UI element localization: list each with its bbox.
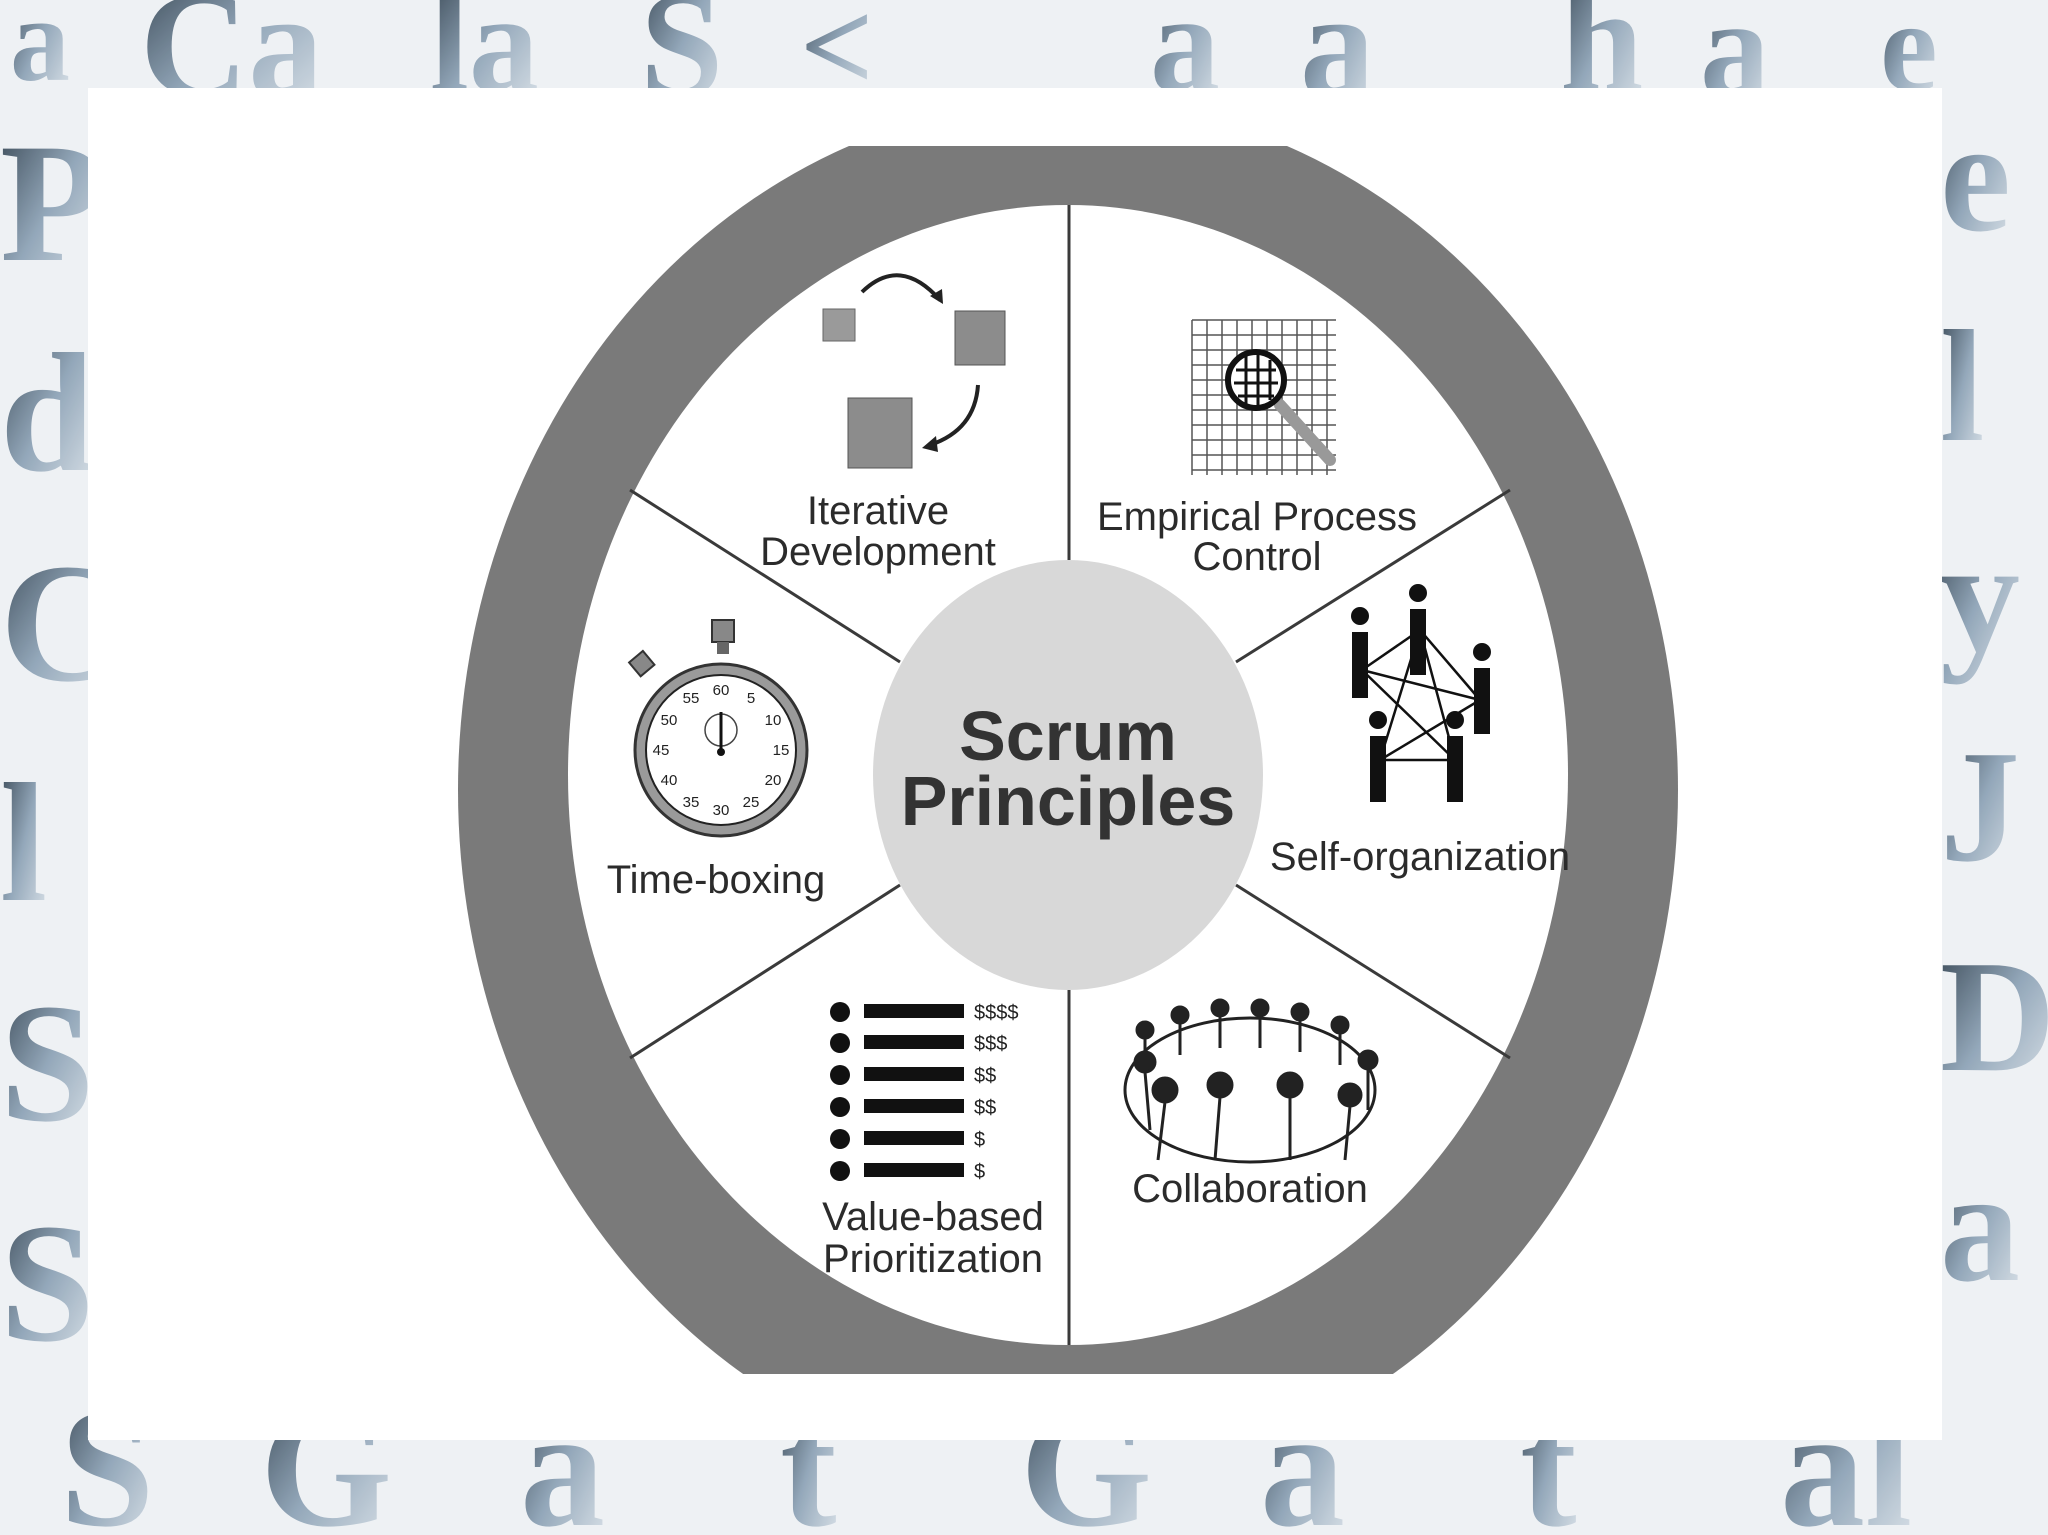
stopwatch-number: 20 bbox=[765, 772, 782, 789]
stopwatch-number: 35 bbox=[683, 794, 700, 811]
priority-value-4: $$ bbox=[974, 1097, 996, 1119]
principle-label-time-boxing: Time-boxing bbox=[607, 858, 826, 902]
priority-value-3: $$ bbox=[974, 1065, 996, 1087]
principle-label-value-based-2: Prioritization bbox=[823, 1237, 1043, 1281]
stopwatch-number: 40 bbox=[661, 772, 678, 789]
stopwatch-number: 25 bbox=[743, 794, 760, 811]
principle-label-self-organization: Self-organization bbox=[1270, 835, 1570, 879]
stopwatch-number: 60 bbox=[713, 682, 730, 699]
stopwatch-number: 5 bbox=[747, 690, 755, 707]
priority-value-2: $$$ bbox=[974, 1033, 1007, 1055]
principle-label-value-based-1: Value-based bbox=[822, 1195, 1044, 1239]
priority-value-5: $ bbox=[974, 1129, 985, 1151]
priority-value-6: $ bbox=[974, 1161, 985, 1183]
stopwatch-number: 10 bbox=[765, 712, 782, 729]
stopwatch-number: 50 bbox=[661, 712, 678, 729]
principle-label-collaboration: Collaboration bbox=[1132, 1167, 1368, 1211]
stopwatch-number: 55 bbox=[683, 690, 700, 707]
stopwatch-number: 45 bbox=[653, 742, 670, 759]
principle-label-iterative-1: Iterative bbox=[807, 489, 949, 533]
stopwatch-number: 15 bbox=[773, 742, 790, 759]
principle-label-iterative-2: Development bbox=[760, 530, 996, 574]
priority-value-1: $$$$ bbox=[974, 1002, 1019, 1024]
principle-label-empirical-1: Empirical Process bbox=[1097, 495, 1417, 539]
center-title-line2: Principles bbox=[901, 762, 1236, 840]
stopwatch-number: 30 bbox=[713, 802, 730, 819]
principle-label-empirical-2: Control bbox=[1193, 535, 1322, 579]
